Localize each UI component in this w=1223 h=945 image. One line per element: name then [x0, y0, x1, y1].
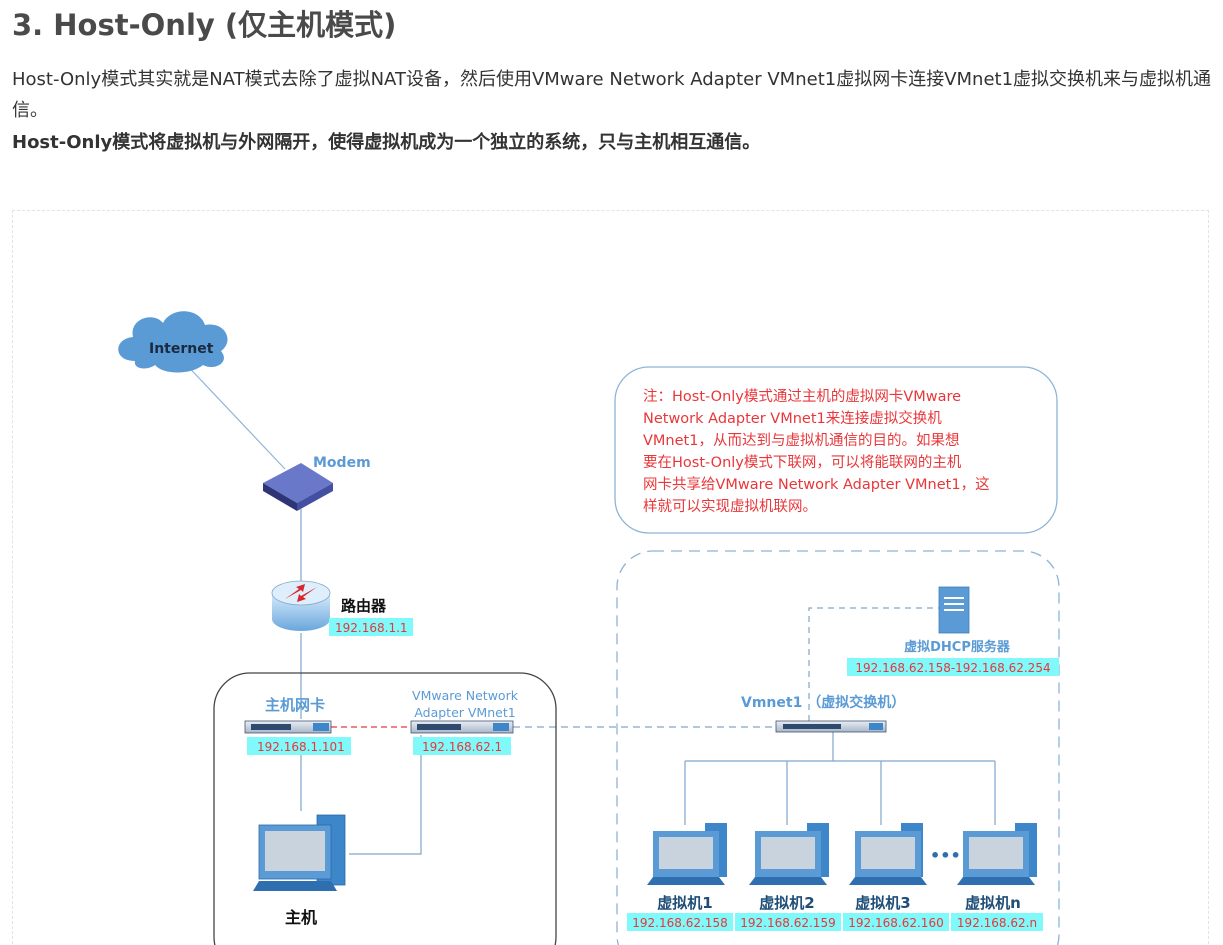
note-text: 注：Host-Only模式通过主机的虚拟网卡VMware Network Ada…: [643, 388, 990, 515]
host-nic-ip: 192.168.1.101: [257, 740, 345, 754]
vm-3-icon: [849, 823, 927, 885]
vm-2-icon: [749, 823, 829, 885]
note-line: Network Adapter VMnet1来连接虚拟交换机: [643, 409, 942, 427]
vm-2-ip: 192.168.62.159: [740, 916, 835, 930]
vm-ellipsis: •••: [930, 846, 961, 865]
host-nic-label: 主机网卡: [265, 696, 325, 714]
router-ip: 192.168.1.1: [335, 621, 408, 635]
host-boundary: [213, 672, 557, 945]
page-title: 3. Host-Only (仅主机模式): [12, 8, 397, 42]
vmnet1-adapter-ip: 192.168.62.1: [422, 740, 502, 754]
note-line: 要在Host-Only模式下联网，可以将能联网的主机: [643, 454, 962, 471]
dhcp-label: 虚拟DHCP服务器: [904, 639, 1011, 655]
note-line: 样就可以实现虚拟机联网。: [643, 498, 817, 515]
vm-1-ip: 192.168.62.158: [632, 916, 727, 930]
modem-label: Modem: [313, 455, 371, 471]
switch-dhcp-link: [808, 607, 941, 721]
vm-n-icon: [957, 823, 1037, 885]
host-label: 主机: [285, 908, 317, 927]
host-nic-icon: [244, 720, 332, 734]
dhcp-server-icon: [938, 586, 970, 634]
note-line: 注：Host-Only模式通过主机的虚拟网卡VMware: [643, 388, 961, 405]
internet-modem-link: [180, 358, 286, 470]
host-only-diagram: Internet Modem 路由器 192.168.1.1 主机网卡 192.…: [118, 311, 1060, 945]
vmnet1-adapter-icon: [410, 720, 514, 734]
vmnet1-adapter-label-line2: Adapter VMnet1: [414, 705, 515, 720]
vm-n-ip: 192.168.62.n: [957, 916, 1037, 930]
note-box: [614, 366, 1058, 534]
vswitch-icon: [775, 720, 887, 733]
vm-2-name: 虚拟机2: [759, 894, 814, 912]
vm-3-name: 虚拟机3: [855, 894, 910, 912]
router-label: 路由器: [341, 597, 387, 615]
vm-1-name: 虚拟机1: [657, 894, 712, 912]
dhcp-range: 192.168.62.158-192.168.62.254: [855, 661, 1050, 675]
vmnet1-adapter-label-line1: VMware Network: [412, 688, 519, 703]
intro-paragraph: Host-Only模式其实就是NAT模式去除了虚拟NAT设备，然后使用VMwar…: [12, 69, 1212, 121]
vswitch-label: Vmnet1 （虚拟交换机）: [741, 694, 905, 711]
note-line: VMnet1，从而达到与虚拟机通信的目的。如果想: [643, 432, 959, 449]
connection-lines: [180, 358, 996, 855]
internet-label: Internet: [149, 341, 214, 357]
host-vmnet1-link: [349, 735, 422, 855]
vm-1-icon: [647, 823, 727, 885]
vm-n-name: 虚拟机n: [965, 894, 1021, 912]
network-diagram-frame: Internet Modem 路由器 192.168.1.1 主机网卡 192.…: [12, 210, 1209, 945]
virtual-network-boundary: [616, 550, 1060, 945]
internet-cloud-icon: [118, 311, 228, 373]
host-computer-icon: [253, 814, 346, 891]
router-icon: [271, 580, 331, 631]
note-line: 网卡共享给VMware Network Adapter VMnet1，这: [643, 476, 990, 493]
modem-icon: [263, 463, 333, 511]
emphasis-paragraph: Host-Only模式将虚拟机与外网隔开，使得虚拟机成为一个独立的系统，只与主机…: [12, 132, 761, 153]
vm-3-ip: 192.168.62.160: [848, 916, 943, 930]
